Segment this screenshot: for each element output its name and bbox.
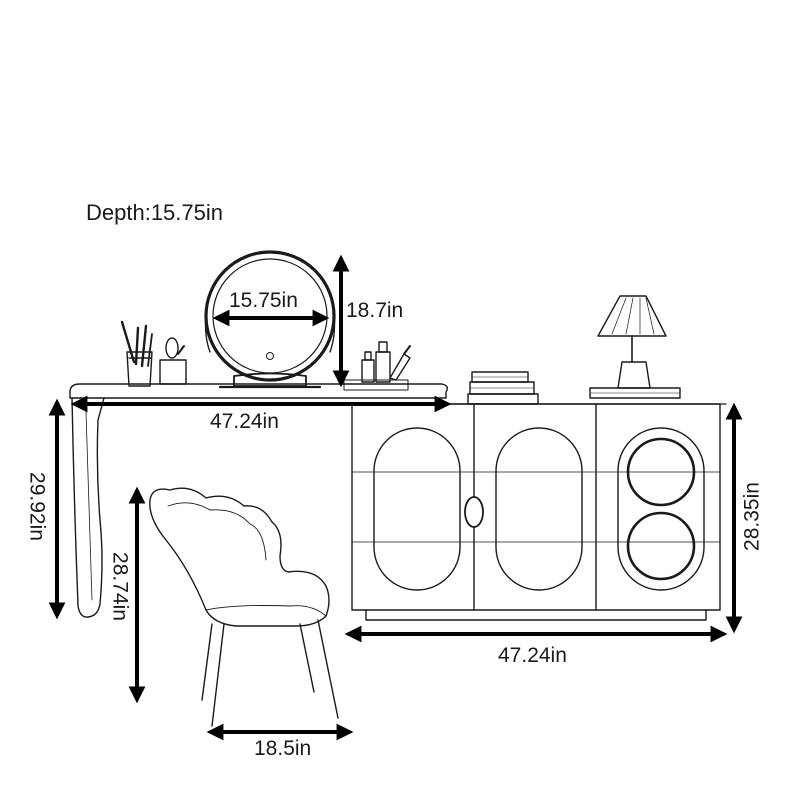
lamp-icon (589, 295, 681, 399)
mirror-height-label: 18.7in (346, 299, 404, 322)
brush-cup-icon (120, 320, 187, 387)
dimension-arrows (48, 254, 743, 741)
cabinet-height-label: 28.35in (740, 482, 764, 551)
desk-icon (69, 383, 449, 618)
cosmetics-icon (343, 341, 411, 391)
depth-label: Depth:15.75in (86, 200, 223, 225)
books-icon (467, 371, 539, 405)
chair-icon (149, 487, 339, 727)
chair-width-label: 18.5in (254, 737, 312, 760)
desk-height-label: 29.92in (25, 472, 49, 541)
cabinet-icon (345, 403, 727, 621)
cabinet-width-label: 47.24in (498, 644, 567, 667)
chair-height-label: 28.74in (108, 552, 132, 621)
mirror-width-label: 15.75in (229, 289, 298, 312)
desk-width-label: 47.24in (210, 410, 279, 433)
